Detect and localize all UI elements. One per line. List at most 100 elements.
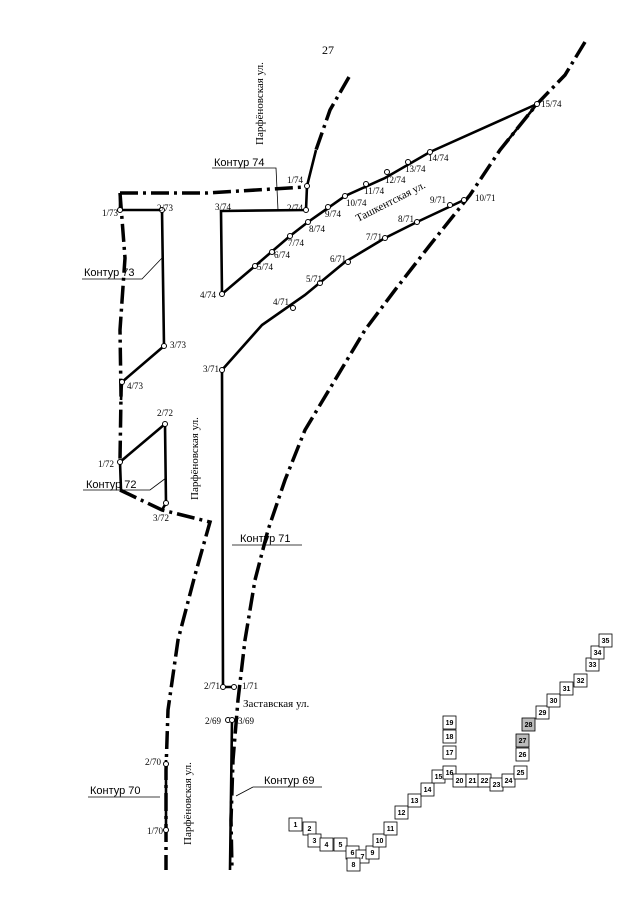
cell-box [598, 633, 613, 648]
contour-69-label: Контур 69 [264, 775, 315, 787]
point-label: 4/71 [273, 297, 289, 307]
point-label: 3/72 [153, 513, 169, 523]
cell-box [407, 793, 422, 808]
point-label: 1/71 [242, 681, 258, 691]
cell-number: 13 [411, 798, 419, 805]
cell-number: 32 [577, 678, 585, 685]
cell-number: 7 [361, 854, 365, 861]
point-label: 7/74 [288, 238, 305, 248]
contour-71-line [220, 198, 465, 689]
cell-number: 35 [602, 638, 610, 645]
cell-box [383, 821, 398, 836]
point-label: 1/70 [147, 826, 164, 836]
cell-box [535, 705, 550, 720]
boundary-top [120, 185, 306, 195]
cell-number: 31 [563, 686, 571, 693]
contour-69-line [228, 718, 234, 871]
cell-number: 34 [594, 650, 602, 657]
point-label: 2/69 [205, 716, 222, 726]
cell-number: 5 [339, 842, 343, 849]
street-parfenovskaya-mid: Парфёновская ул. [189, 417, 201, 500]
point-label: 5/71 [306, 274, 322, 284]
cell-number: 12 [398, 810, 406, 817]
cell-number: 23 [493, 782, 501, 789]
point-label: 2/71 [204, 681, 220, 691]
point-label: 3/73 [170, 340, 187, 350]
point-label: 3/69 [238, 716, 255, 726]
point-label: 15/74 [541, 99, 562, 109]
sheet-number: 27 [322, 43, 334, 57]
cell-box [559, 681, 574, 696]
cell-number: 11 [387, 826, 395, 833]
cell-number: 33 [589, 662, 597, 669]
point-label: 11/74 [364, 186, 385, 196]
cell-box [372, 833, 387, 848]
point-label: 14/74 [428, 153, 449, 163]
point-label: 9/74 [325, 209, 342, 219]
cell-box [442, 715, 457, 730]
point-label: 1/72 [98, 459, 114, 469]
cell-number: 3 [313, 838, 317, 845]
street-parfenovskaya-bottom: Парфёновская ул. [182, 762, 194, 845]
street-parfenovskaya-top: Парфёновская ул. [254, 62, 266, 145]
point-label: 8/71 [398, 214, 414, 224]
cell-box [515, 733, 530, 748]
point-label: 2/74 [287, 203, 304, 213]
cell-box [442, 745, 457, 760]
point-label: 3/71 [203, 364, 219, 374]
contour-71-label: Контур 71 [240, 533, 291, 545]
point-label: 2/70 [145, 757, 162, 767]
cell-box [442, 729, 457, 744]
point-label: 1/73 [102, 208, 119, 218]
street-zastavskaya: Заставская ул. [243, 698, 309, 710]
point-label: 13/74 [405, 164, 426, 174]
cell-box [590, 645, 605, 660]
point-label: 5/74 [257, 262, 274, 272]
cell-number: 26 [519, 752, 527, 759]
boundary-70-line [119, 488, 213, 870]
cell-number: 15 [435, 774, 443, 781]
point-label: 2/72 [157, 408, 173, 418]
cell-number: 25 [517, 770, 525, 777]
cell-box [521, 717, 536, 732]
contour-70-label: Контур 70 [90, 785, 141, 797]
cell-number: 1 [294, 822, 298, 829]
cell-box [288, 817, 303, 832]
cell-number: 14 [424, 787, 432, 794]
cell-box [513, 765, 528, 780]
boundary-73-left [118, 192, 127, 461]
cell-box [573, 673, 588, 688]
cell-box [420, 782, 435, 797]
contour-72-label: Контур 72 [86, 479, 137, 491]
point-label: 4/73 [127, 381, 144, 391]
cell-number: 6 [351, 850, 355, 857]
cell-box [501, 773, 516, 788]
contour-72-line [118, 421, 168, 511]
leader-lines [82, 167, 322, 798]
cell-number: 8 [352, 862, 356, 869]
cell-box [515, 747, 530, 762]
point-label: 12/74 [385, 175, 406, 185]
survey-points [117, 101, 540, 833]
point-label: 9/71 [430, 195, 446, 205]
cell-number: 21 [469, 778, 477, 785]
cell-box [394, 805, 409, 820]
contour-73-line [118, 193, 166, 401]
cell-number: 2 [308, 826, 312, 833]
cell-number: 19 [446, 720, 454, 727]
point-label: 3/74 [215, 202, 232, 212]
cell-number: 17 [446, 750, 454, 757]
cell-number: 4 [325, 842, 329, 849]
point-label: 10/71 [475, 193, 496, 203]
cell-box [333, 837, 348, 852]
cell-number: 18 [446, 734, 454, 741]
point-label: 2/73 [157, 203, 174, 213]
cell-number: 28 [525, 722, 533, 729]
cell-box [546, 693, 561, 708]
contour-73-label: Контур 73 [84, 267, 135, 279]
point-label: 1/74 [287, 175, 304, 185]
cell-number: 29 [539, 710, 547, 717]
boundary-top-right [314, 76, 351, 151]
